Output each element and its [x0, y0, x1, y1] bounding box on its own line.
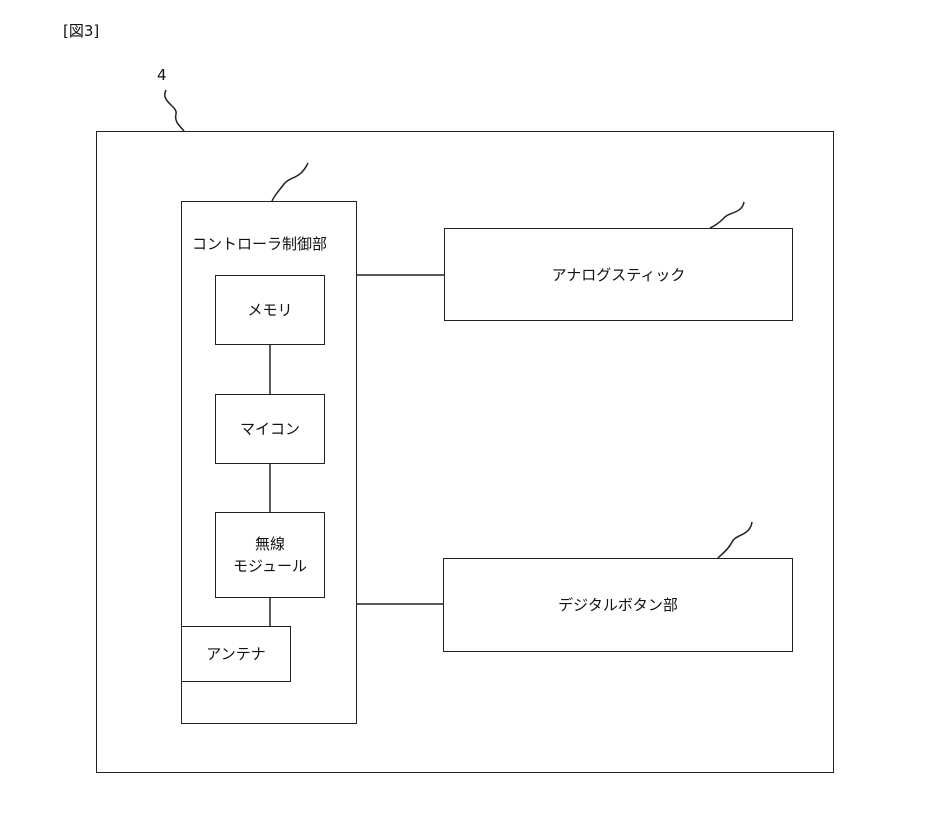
ref-digital-leader — [717, 521, 753, 559]
memory-label: メモリ — [247, 301, 293, 319]
digital-button-block: デジタルボタン部 — [443, 558, 793, 652]
ref-device: 4 — [157, 66, 167, 84]
wireless-label-line1: 無線 — [254, 535, 285, 553]
antenna-block: アンテナ — [181, 626, 291, 682]
figure-label: [図3] — [63, 22, 100, 40]
mcu-block: マイコン — [215, 394, 325, 464]
digital-button-label: デジタルボタン部 — [558, 596, 678, 614]
ref-analog-leader — [709, 201, 745, 229]
memory-block: メモリ — [215, 275, 325, 345]
ref-device-leader — [164, 89, 185, 132]
ref-controller-leader — [271, 162, 309, 202]
analog-stick-block: アナログスティック — [444, 228, 793, 321]
wireless-module-block: 無線 モジュール — [215, 512, 325, 598]
controller-unit-title: コントローラ制御部 — [192, 235, 328, 253]
mcu-label: マイコン — [239, 420, 300, 438]
analog-stick-label: アナログスティック — [551, 265, 686, 284]
antenna-label: アンテナ — [206, 645, 266, 663]
wireless-label-line2: モジュール — [233, 557, 307, 575]
